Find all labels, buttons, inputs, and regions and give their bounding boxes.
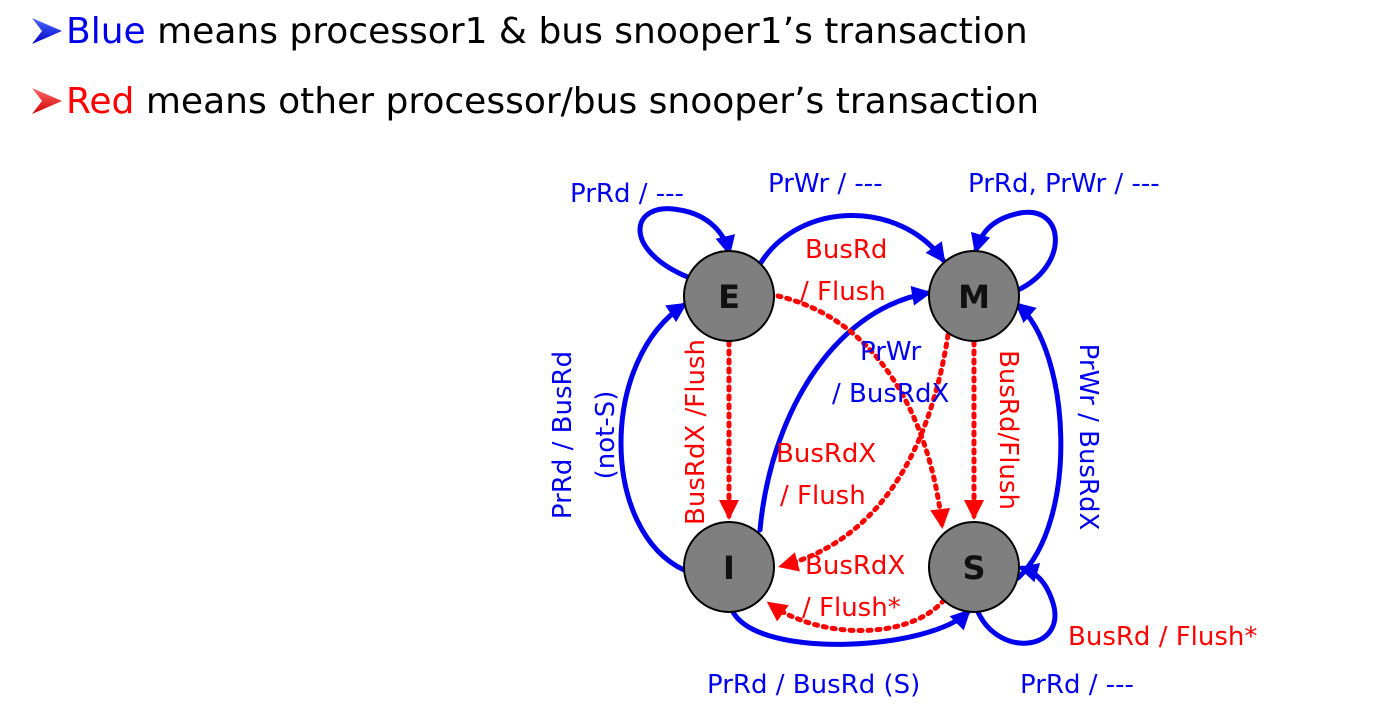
arrowhead-bullet-icon xyxy=(32,88,62,114)
legend-red-keyword: Red xyxy=(66,81,135,122)
state-s-label: S xyxy=(962,549,985,587)
edge-e-self xyxy=(637,206,736,281)
state-s: S xyxy=(928,521,1020,613)
legend-blue-text: means processor1 & bus snooper1’s transa… xyxy=(145,11,1028,52)
label-e-to-i: BusRdX /Flush xyxy=(681,339,711,525)
edge-i-to-s xyxy=(730,609,971,647)
legend-blue: Blue means processor1 & bus snooper1’s t… xyxy=(30,14,1028,50)
edge-s-to-m xyxy=(1014,302,1064,581)
edge-e-to-s xyxy=(775,293,951,529)
label-e-to-s-1: BusRd xyxy=(805,235,887,265)
legend-blue-keyword: Blue xyxy=(66,11,146,52)
edge-i-to-e xyxy=(618,302,688,573)
label-e-to-s-2: / Flush xyxy=(800,277,886,307)
label-m-self: PrRd, PrWr / --- xyxy=(968,169,1160,199)
arrowhead-bullet-icon xyxy=(32,18,62,44)
state-m-label: M xyxy=(958,278,990,316)
edge-s-to-i xyxy=(766,597,947,633)
edge-e-to-m xyxy=(757,213,946,267)
label-m-to-i-2: / Flush xyxy=(780,481,866,511)
label-m-to-i-1: BusRdX xyxy=(776,439,876,469)
label-s-self-blue: PrRd / --- xyxy=(1020,670,1134,700)
edge-m-to-i xyxy=(778,332,951,572)
label-s-self-red: BusRd / Flush* xyxy=(1068,622,1257,652)
state-m: M xyxy=(928,250,1020,342)
state-e-label: E xyxy=(718,278,740,316)
legend-red: Red means other processor/bus snooper’s … xyxy=(30,84,1039,120)
label-s-to-i-2: / Flush* xyxy=(802,593,901,623)
label-s-to-m: PrWr / BusRdX xyxy=(1073,344,1103,531)
label-e-to-m: PrWr / --- xyxy=(768,169,883,199)
label-i-to-m-1: PrWr xyxy=(860,337,921,367)
edge-s-self-blue xyxy=(975,563,1058,646)
label-s-to-i-1: BusRdX xyxy=(805,551,905,581)
state-i: I xyxy=(683,521,775,613)
legend-red-text: means other processor/bus snooper’s tran… xyxy=(134,81,1040,122)
label-m-to-s: BusRd/Flush xyxy=(993,350,1023,510)
label-e-self: PrRd / --- xyxy=(570,179,684,209)
label-i-to-e-1: PrRd / BusRd xyxy=(548,351,578,519)
edge-i-to-m xyxy=(757,285,932,533)
label-i-to-s: PrRd / BusRd (S) xyxy=(707,670,920,700)
label-i-to-m-2: / BusRdX xyxy=(832,379,949,409)
state-e: E xyxy=(683,250,775,342)
label-i-to-e-2: (not-S) xyxy=(591,391,621,480)
edge-m-self xyxy=(971,209,1058,293)
state-i-label: I xyxy=(723,549,735,587)
